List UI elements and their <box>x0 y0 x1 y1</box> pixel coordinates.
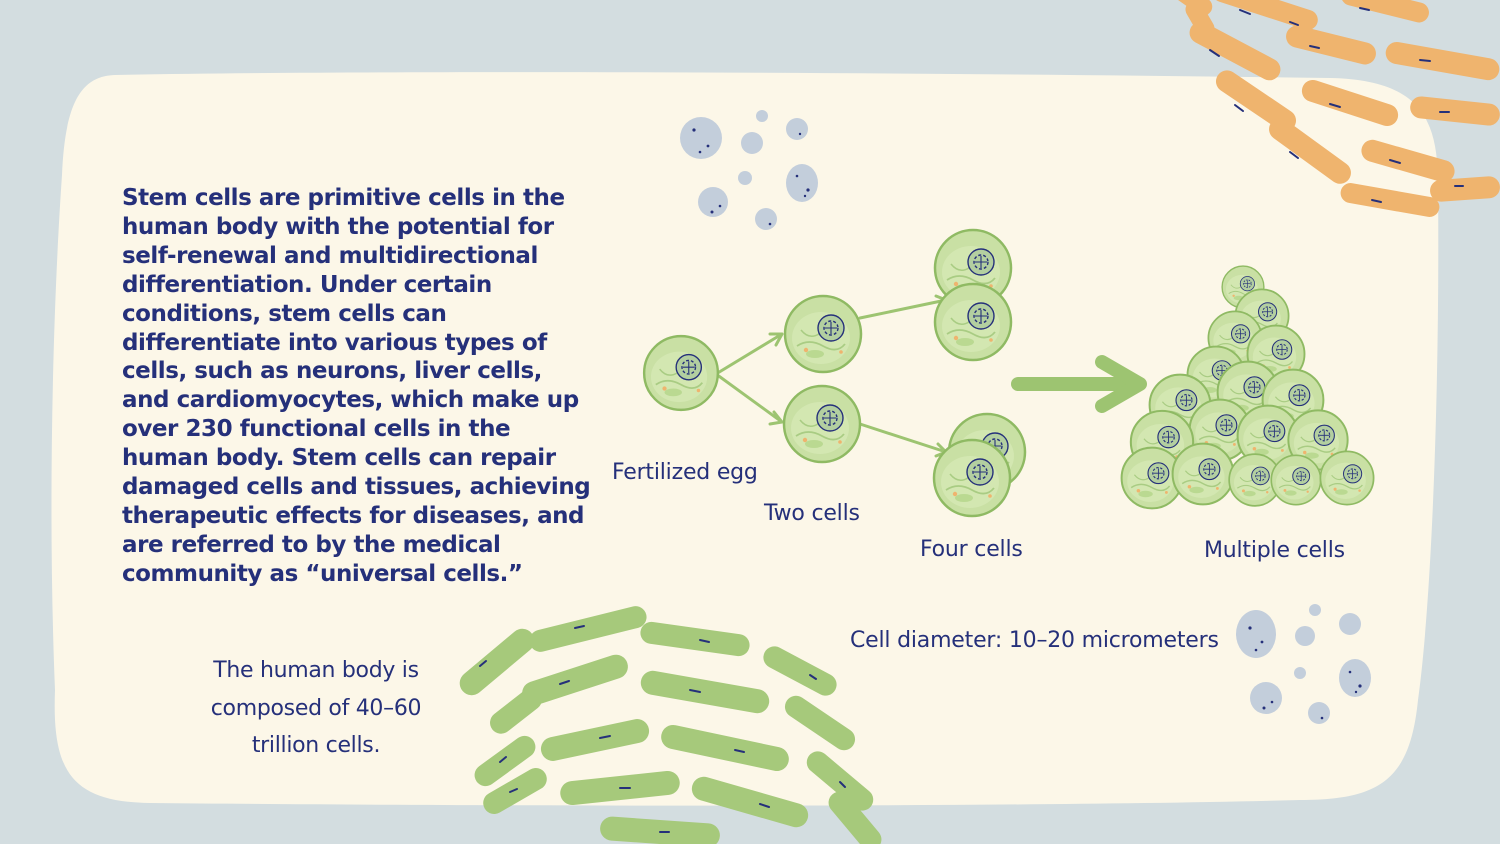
spores-bottom-decoration <box>1236 604 1371 724</box>
arrow-egg-to-upper-cell <box>714 332 784 376</box>
fertilized-egg-cell <box>642 334 720 412</box>
green-mitochondria-decoration <box>459 606 882 844</box>
big-arrow <box>1011 355 1147 413</box>
label-fertilized-egg: Fertilized egg <box>612 460 758 485</box>
spores-top-decoration <box>680 110 818 230</box>
content-panel <box>51 72 1439 806</box>
orange-mitochondria-marks <box>1209 7 1464 203</box>
green-mitochondria-marks <box>479 625 846 833</box>
label-cell-diameter: Cell diameter: 10–20 micrometers <box>850 628 1219 653</box>
spores-top-dots <box>692 128 810 226</box>
label-multiple-cells: Multiple cells <box>1204 538 1345 563</box>
arrow-egg-to-lower-cell <box>714 372 784 426</box>
spores-bottom-dots <box>1248 626 1362 720</box>
stem-cell-description: Stem cells are primitive cells in the hu… <box>122 185 591 587</box>
cell-count-note: The human body is composed of 40–60 tril… <box>210 658 422 758</box>
label-four-cells: Four cells <box>920 537 1023 562</box>
orange-mitochondria-decoration <box>1172 0 1500 217</box>
label-two-cells: Two cells <box>764 501 860 526</box>
